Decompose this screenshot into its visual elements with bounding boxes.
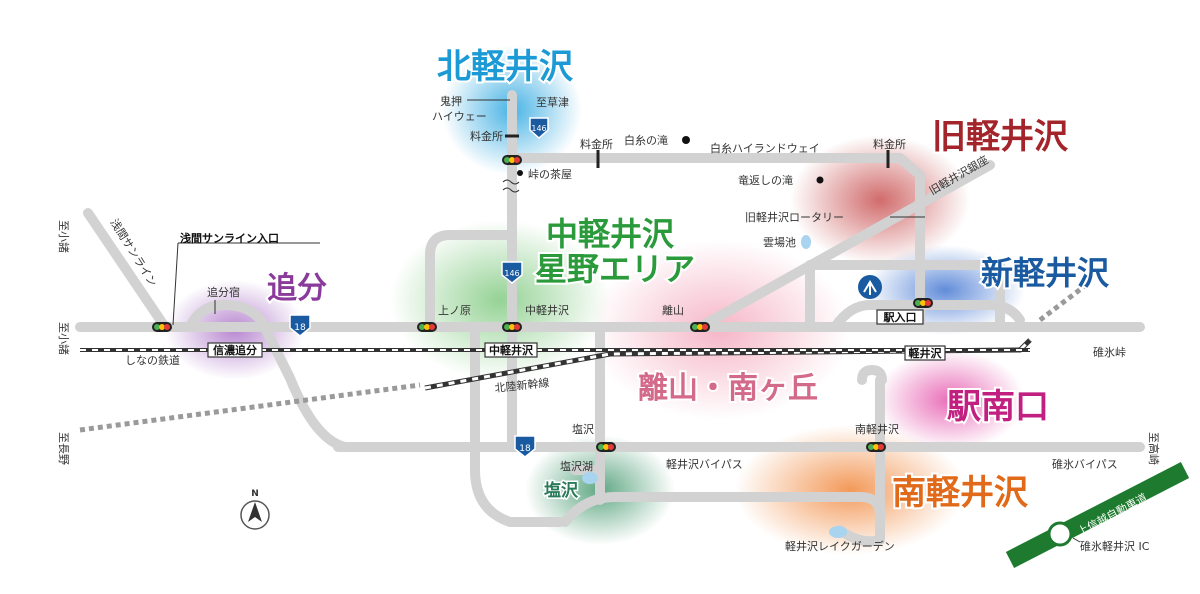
- label-bypass: 軽井沢バイパス: [666, 457, 743, 471]
- signal-hanareyama: [690, 322, 710, 332]
- river-mark: [502, 179, 520, 193]
- eki-iriguchi-box: [876, 309, 924, 325]
- label-hanareyama: 離山: [662, 303, 684, 317]
- compass-n-label: N: [251, 489, 259, 499]
- area-label-oiwake: 追分: [267, 271, 327, 306]
- label-usui-touge: 碓氷峠: [1093, 345, 1126, 359]
- station-box-karu: [904, 345, 946, 361]
- minami-hook: [857, 365, 887, 385]
- label-to-nagano: 至長野: [57, 432, 70, 465]
- compass-icon: N: [240, 489, 270, 530]
- label-usui-bypass: 碓氷バイパス: [1052, 457, 1118, 471]
- label-to-kusatsu: 至草津: [536, 96, 569, 109]
- label-ryokinsho: 料金所: [470, 129, 503, 143]
- signal-eki: [913, 298, 933, 308]
- traffic-signals: [152, 155, 933, 452]
- label-hokuriku: 北陸新幹線: [494, 375, 550, 395]
- shiraito-taki-dot: [682, 136, 690, 144]
- label-shinano-oiwake: 信濃追分: [213, 343, 257, 357]
- area-label-shiozawa: 塩沢: [544, 480, 579, 501]
- label-shiozawa-ko: 塩沢湖: [560, 459, 593, 473]
- area-label-shin: 新軽井沢: [981, 254, 1110, 292]
- label-nakakaru-signal: 中軽井沢: [525, 303, 569, 317]
- label-uenohara: 上ノ原: [438, 304, 471, 317]
- label-kyu-rotary: 旧軽井沢ロータリー: [745, 210, 844, 224]
- area-label-minami: 南軽井沢: [892, 473, 1029, 513]
- label-ryokinsho3: 料金所: [873, 137, 906, 151]
- label-asama-entrance: 浅間サンライン入口: [180, 231, 279, 245]
- label-touge: 峠の茶屋: [528, 167, 572, 181]
- minami-area-blob: [735, 425, 965, 555]
- uenohara-road: [425, 230, 515, 332]
- dashed-line-nagano: [79, 382, 421, 433]
- asama-sunline-road: [83, 208, 170, 332]
- label-kumoba: 雲場池: [763, 236, 796, 249]
- label-oiwake-juku: 追分宿: [207, 285, 240, 299]
- shiraito-road: [507, 153, 925, 332]
- label-to-komoro2: 至小諸: [57, 322, 71, 355]
- label-eki-iriguchi: 駅入口: [883, 311, 917, 324]
- ekiminami-area-blob: [875, 350, 1025, 450]
- joshinetsu-expressway: [1005, 461, 1190, 569]
- label-karu-station: 軽井沢: [909, 346, 943, 360]
- area-label-kyu: 旧軽井沢: [932, 117, 1069, 157]
- label-to-takasaki: 至高崎: [1147, 432, 1161, 465]
- route-18-text-west: 18: [294, 323, 306, 333]
- signal-nakakaru: [502, 322, 522, 332]
- signal-touge: [502, 155, 522, 165]
- signal-shiozawa: [596, 442, 616, 452]
- area-label-hanare: 離山・南ヶ丘: [638, 371, 818, 406]
- label-naka-station: 中軽井沢: [489, 343, 534, 357]
- route-146-text-north: 146: [531, 124, 546, 133]
- kyu-ginza-road: [695, 160, 995, 332]
- area-label-naka1: 中軽井沢: [546, 215, 675, 253]
- label-highway: ハイウェー: [432, 110, 487, 123]
- ryugaeshi-dot: [816, 176, 824, 184]
- tourist-info-icon: [858, 275, 882, 299]
- area-label-ekiminami: 駅南口: [947, 387, 1049, 427]
- label-shinano-rail: しなの鉄道: [125, 353, 180, 367]
- kumoba-pond: [801, 235, 811, 249]
- label-ryokinsho2: 料金所: [580, 137, 613, 151]
- area-label-kita: 北軽井沢: [437, 47, 574, 87]
- label-lake-garden: 軽井沢レイクガーデン: [785, 539, 895, 553]
- oiwake-loop-road: [185, 300, 350, 452]
- label-minami-signal: 南軽井沢: [855, 422, 899, 436]
- label-ryugaeshi: 竜返しの滝: [738, 173, 793, 187]
- leader-lines: [172, 99, 1081, 543]
- lake-garden-pond: [829, 526, 847, 538]
- route-146-shield-south: 146: [501, 261, 523, 284]
- label-to-komoro1: 至小諸: [57, 220, 71, 253]
- label-usui-ic: 碓氷軽井沢 IC: [1080, 539, 1150, 553]
- shiozawa-lake: [582, 472, 598, 484]
- label-shiraito-taki: 白糸の滝: [624, 133, 668, 147]
- station-box-oiwake: [207, 342, 263, 358]
- route-18-shield-west: 18: [289, 314, 311, 337]
- naka-area-blob: [390, 220, 610, 380]
- route-146-shield-north: 146: [529, 117, 549, 140]
- label-shiraito-hwy: 白糸ハイランドウェイ: [710, 141, 820, 155]
- label-shiozawa-signal: 塩沢: [572, 422, 594, 436]
- station-box-naka: [484, 342, 538, 358]
- signal-uenohara: [417, 322, 437, 332]
- signal-minami: [866, 442, 886, 452]
- dashed-line-east: [1038, 280, 1092, 322]
- touge-dot: [517, 170, 523, 176]
- route-18-shield-bypass: 18: [514, 435, 536, 458]
- naka-south-road: [470, 322, 565, 527]
- route-18-text-bypass: 18: [519, 444, 531, 454]
- label-onioshi: 鬼押: [440, 94, 462, 108]
- route-146-text-south: 146: [504, 269, 519, 278]
- signal-asama: [152, 322, 172, 332]
- tollgates: [505, 134, 890, 168]
- area-label-naka2: 星野エリア: [535, 250, 695, 288]
- usui-ic-circle: [1047, 521, 1073, 547]
- station-boxes: [207, 309, 946, 361]
